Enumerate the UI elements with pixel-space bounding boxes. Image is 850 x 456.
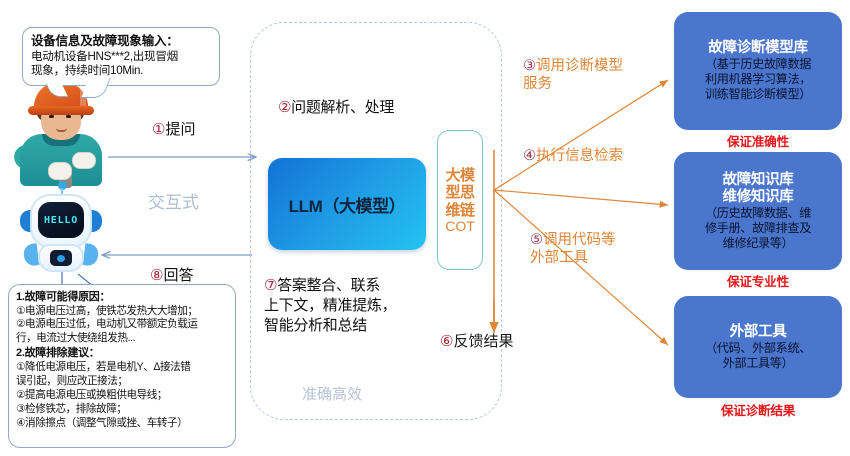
external-tools-box[interactable]: 外部工具 （代码、外部系统、 外部工具等） bbox=[674, 296, 842, 398]
label-integrate-number: ⑦ bbox=[264, 277, 278, 294]
label-call-tools-number: ⑤ bbox=[530, 232, 543, 248]
answer-cause-1: ①电源电压过高，使铁芯发热大大增加； bbox=[16, 304, 198, 317]
cot-line-2: 型思 bbox=[445, 184, 475, 202]
robot-screen-text: HELLO bbox=[43, 214, 79, 226]
fault-diagnosis-model-library-box[interactable]: 故障诊断模型库 （基于历史故障数据 利用机器学习算法， 训练智能诊断模型） bbox=[674, 12, 842, 130]
answer-suggestion-4: ④消除擦点（调整气隙或挫、车转子） bbox=[16, 416, 188, 429]
kb2-guarantee-badge: 保证专业性 bbox=[727, 275, 789, 289]
kb1-guarantee-badge: 保证准确性 bbox=[727, 135, 789, 149]
label-parse-number: ② bbox=[278, 99, 292, 116]
robot-chest-light bbox=[50, 250, 72, 266]
label-integrate-text-1: 答案整合、联系 bbox=[277, 277, 381, 294]
diagnosis-answer-box: 1.故障可能得原因： ①电源电压过高，使铁芯发热大大增加； ②电源电压过低，电动… bbox=[8, 284, 236, 448]
llm-label: LLM（大模型） bbox=[288, 196, 406, 216]
kb2-title-1: 故障知识库 bbox=[722, 171, 794, 188]
kb2-sub-1: （历史故障数据、维 bbox=[704, 205, 812, 220]
label-retrieve-text: 执行信息检索 bbox=[536, 148, 623, 164]
kb2-title-2: 维修知识库 bbox=[722, 188, 794, 205]
kb3-sub-2: 外部工具等） bbox=[722, 355, 794, 370]
label-call-model-text-1: 调用诊断模型 bbox=[536, 58, 623, 74]
answer-suggestion-1: ①降低电源电压，若是电机Y、Δ接法错 bbox=[16, 360, 191, 373]
robot-face-screen: HELLO bbox=[38, 202, 84, 238]
label-call-model: ③调用诊断模型 服务 bbox=[523, 58, 623, 93]
label-call-tools-line-2: 外部工具 bbox=[530, 249, 588, 266]
label-feedback-number: ⑥ bbox=[440, 333, 454, 350]
input-speech-bubble: 设备信息及故障现象输入： 电动机设备HNS***2,出现冒烟 现象，持续时间10… bbox=[22, 27, 220, 98]
kb1-sub-2: 利用机器学习算法， bbox=[704, 72, 812, 87]
kb2-sub-2: 修手册、故障排查及 bbox=[704, 220, 812, 235]
worker-eye-right bbox=[66, 115, 71, 118]
robot-wing-left bbox=[22, 243, 40, 267]
answer-suggestion-2: ②提高电源电压或换粗供电导线； bbox=[16, 388, 168, 401]
answer-heading-causes: 1.故障可能得原因： bbox=[16, 291, 111, 303]
worker-eye-left bbox=[49, 115, 54, 118]
cot-line-3: 维链 bbox=[445, 201, 475, 219]
chain-of-thought-box[interactable]: 大模 型思 维链 COT bbox=[437, 130, 483, 270]
answer-suggestion-1-cont: 误引起，则应改正接法； bbox=[16, 374, 128, 387]
label-ask: ①提问 bbox=[152, 118, 195, 139]
cot-line-4: COT bbox=[445, 217, 475, 234]
label-answer-text: 回答 bbox=[163, 267, 194, 284]
label-integrate-line-1: ⑦答案整合、联系 bbox=[264, 276, 396, 296]
label-ask-number: ① bbox=[152, 121, 166, 138]
cot-line-1: 大模 bbox=[445, 167, 475, 185]
label-call-tools-line-1: ⑤调用代码等 bbox=[530, 232, 616, 250]
kb1-title: 故障诊断模型库 bbox=[708, 40, 808, 57]
input-line-2: 现象，持续时间10Min. bbox=[31, 64, 144, 78]
worker-glove-right bbox=[72, 152, 96, 169]
kb3-title: 外部工具 bbox=[729, 323, 787, 340]
label-parse-text: 问题解析、处理 bbox=[291, 99, 395, 116]
label-efficiency: 准确高效 bbox=[302, 386, 363, 403]
kb1-sub-1: （基于历史故障数据 bbox=[704, 57, 812, 72]
robot-antenna-stem bbox=[61, 188, 63, 196]
input-title: 设备信息及故障现象输入： bbox=[31, 34, 179, 48]
label-ask-text: 提问 bbox=[165, 121, 196, 138]
robot-antenna-dot bbox=[58, 181, 67, 190]
label-retrieve-number: ④ bbox=[523, 148, 536, 164]
answer-suggestion-3: ③检修铁芯，排除故障； bbox=[16, 402, 127, 415]
kb2-sub-3: 维修纪录等） bbox=[722, 235, 794, 250]
label-feedback-text: 反馈结果 bbox=[453, 333, 514, 350]
answer-cause-2: ②电源电压过低，电动机又带额定负载运 bbox=[16, 318, 198, 331]
label-call-tools: ⑤调用代码等 外部工具 bbox=[530, 232, 616, 267]
label-call-model-line-2: 服务 bbox=[523, 75, 552, 92]
kb3-guarantee-badge: 保证诊断结果 bbox=[720, 404, 796, 418]
answer-cause-2-cont: 行，电流过大使绕组发热... bbox=[16, 332, 136, 345]
label-feedback: ⑥反馈结果 bbox=[440, 330, 513, 351]
label-answer: ⑧回答 bbox=[150, 264, 193, 285]
answer-heading-suggestions: 2.故障排除建议： bbox=[16, 347, 100, 360]
label-call-model-line-1: ③调用诊断模型 bbox=[523, 58, 623, 76]
worker-mouth bbox=[56, 128, 67, 132]
label-answer-number: ⑧ bbox=[150, 267, 164, 284]
input-line-1: 电动机设备HNS***2,出现冒烟 bbox=[31, 49, 178, 63]
ai-assistant-robot-icon: HELLO bbox=[14, 181, 108, 278]
label-interactive: 交互式 bbox=[148, 193, 199, 212]
label-parse: ②问题解析、处理 bbox=[278, 98, 394, 118]
fault-and-repair-knowledge-base-box[interactable]: 故障知识库 维修知识库 （历史故障数据、维 修手册、故障排查及 维修纪录等） bbox=[674, 152, 842, 270]
llm-model-box[interactable]: LLM（大模型） bbox=[268, 158, 426, 250]
kb3-sub-1: （代码、外部系统、 bbox=[704, 340, 812, 355]
label-integrate: ⑦答案整合、联系 上下文，精准提炼， 智能分析和总结 bbox=[264, 276, 397, 336]
worker-glove-left bbox=[48, 162, 72, 180]
kb1-sub-3: 训练智能诊断模型） bbox=[704, 86, 812, 101]
helmet-ridge bbox=[80, 85, 86, 111]
label-integrate-line-3: 智能分析和总结 bbox=[264, 317, 367, 335]
label-integrate-line-2: 上下文，精准提炼， bbox=[264, 297, 397, 315]
label-retrieve: ④执行信息检索 bbox=[523, 148, 623, 166]
label-call-tools-text-1: 调用代码等 bbox=[543, 232, 616, 248]
robot-wing-right bbox=[82, 243, 100, 267]
label-call-model-number: ③ bbox=[523, 58, 536, 74]
